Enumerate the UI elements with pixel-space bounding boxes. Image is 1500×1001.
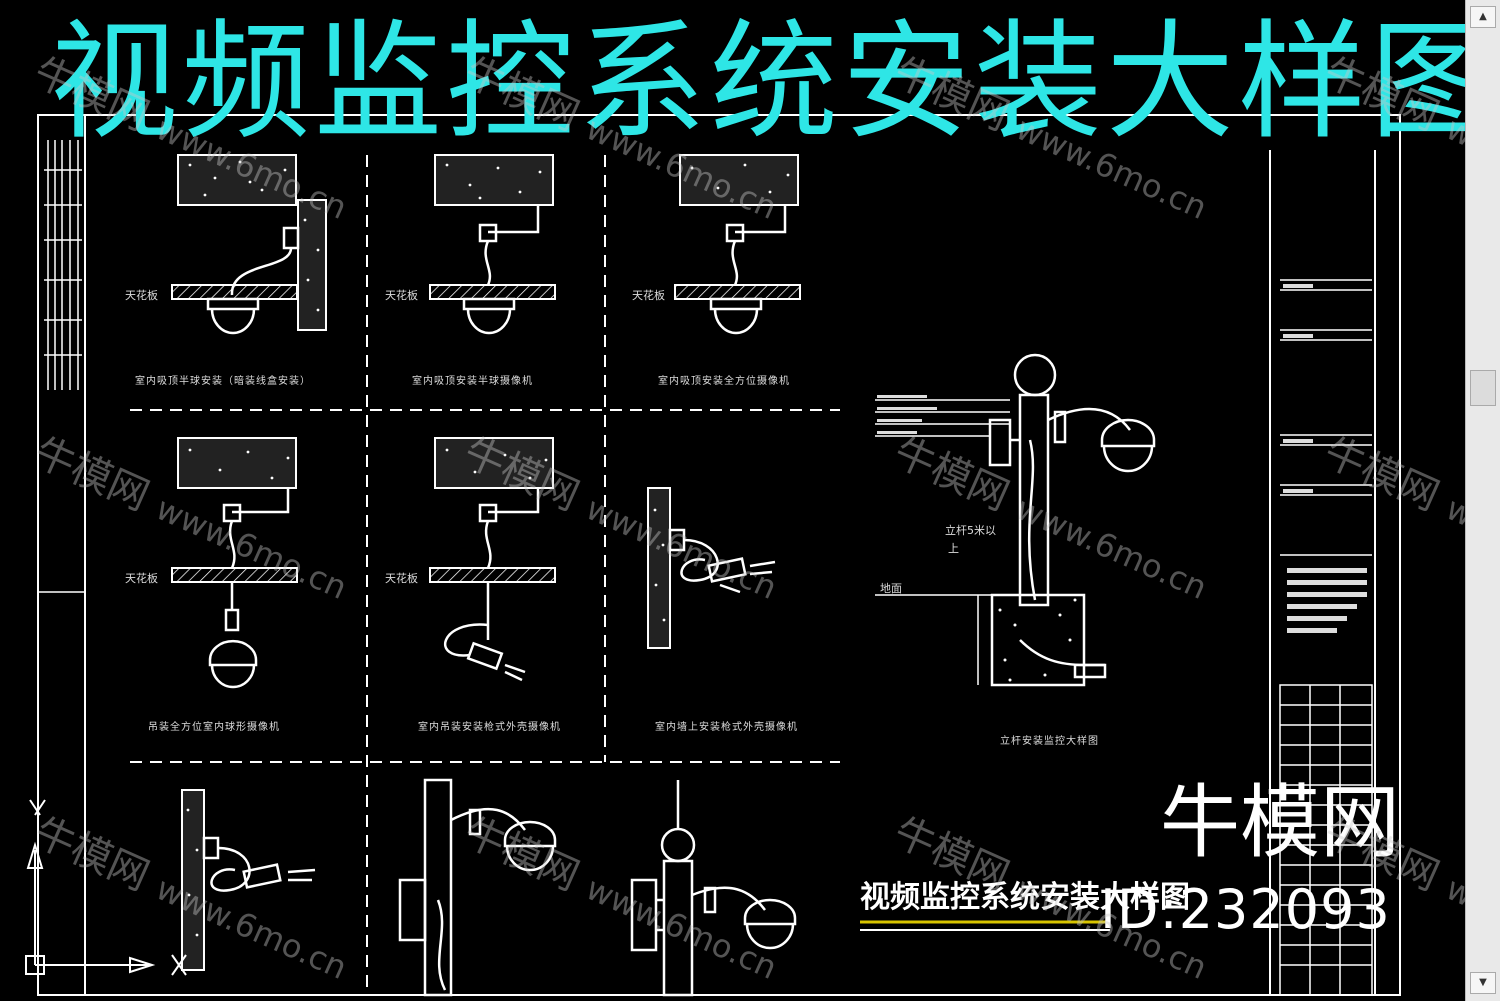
inner-title-underline [860, 920, 1110, 931]
dome-camera-2 [462, 205, 540, 335]
pole-height-label: 立杆5米以 [945, 524, 996, 537]
brand-logo-text: 牛模网 [1160, 776, 1400, 869]
concrete-blocks [177, 154, 799, 971]
pendant-gun-camera [443, 488, 540, 682]
foundation-stipple [998, 598, 1077, 682]
title-block [1279, 279, 1373, 996]
scroll-down-button[interactable]: ▼ [1470, 972, 1496, 994]
caption-2: 室内吸顶安装半球摄像机 [412, 376, 533, 387]
ceiling-label-5: 天花板 [385, 572, 418, 585]
triangle-up-icon: ▲ [1479, 11, 1487, 22]
pole-height-label-2: 上 [948, 542, 959, 555]
drawing-frame [37, 114, 1401, 996]
inner-drawing-title: 视频监控系统安装大样图 [860, 880, 1190, 915]
ceiling-label-1: 天花板 [125, 289, 158, 302]
caption-5: 室内吊装安装枪式外壳摄像机 [418, 722, 561, 733]
ucs-axis-icon [25, 799, 187, 976]
caption-1: 室内吸顶半球安装（暗装线盒安装） [135, 376, 311, 387]
ceiling-label-3: 天花板 [632, 289, 665, 302]
scroll-thumb[interactable] [1470, 370, 1496, 406]
scroll-up-button[interactable]: ▲ [1470, 6, 1496, 28]
ceiling-slabs [171, 284, 801, 583]
pendant-dome-camera [208, 488, 290, 689]
ceiling-label-2: 天花板 [385, 289, 418, 302]
caption-3: 室内吸顶安装全方位摄像机 [658, 376, 790, 387]
left-strip [38, 140, 85, 593]
pole-dome-camera-1 [398, 778, 557, 997]
triangle-down-icon: ▼ [1479, 977, 1487, 988]
caption-4: 吊装全方位室内球形摄像机 [148, 722, 280, 733]
item-id: ID:232093 [1100, 878, 1391, 941]
large-pole-spec-bars [877, 395, 937, 434]
vertical-scrollbar[interactable]: ▲ ▼ [1465, 0, 1500, 1001]
title-block-text-bars [1283, 284, 1367, 633]
wall-gun-camera [668, 528, 776, 594]
caption-6: 室内墙上安装枪式外壳摄像机 [655, 722, 798, 733]
cad-drawing-canvas [25, 114, 1401, 997]
ceiling-label-4: 天花板 [125, 572, 158, 585]
large-pole-spec-lines [875, 399, 1010, 685]
large-pole-detail [988, 353, 1156, 687]
page-title: 视频监控系统安装大样图 [50, 8, 1500, 157]
stipple-dots [186, 160, 790, 937]
wall-gun-camera-2 [202, 836, 316, 892]
panel-separators [130, 155, 840, 995]
pole-dome-camera-2 [630, 780, 797, 997]
dome-camera-3 [709, 205, 787, 335]
caption-7: 立杆安装监控大样图 [1000, 736, 1099, 747]
dome-camera-1 [206, 226, 300, 335]
ground-label: 地面 [880, 582, 902, 595]
